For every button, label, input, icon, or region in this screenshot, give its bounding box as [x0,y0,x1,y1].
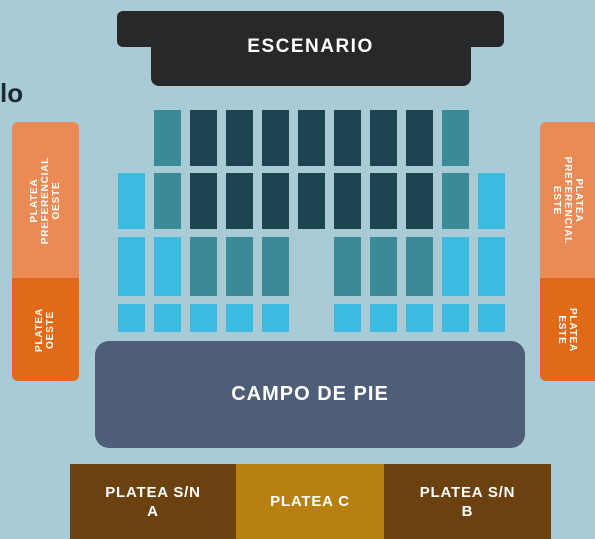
stage-body [151,40,471,86]
seat-block[interactable] [226,304,253,332]
platea-c-label: PLATEA C [270,493,350,510]
seat-block[interactable] [118,304,145,332]
seat-block[interactable] [226,110,253,166]
seat-block[interactable] [334,304,361,332]
seat-block[interactable] [370,304,397,332]
seat-block[interactable] [478,173,505,229]
platea-sn-b-label: PLATEA S/N B [419,483,516,520]
seat-block[interactable] [262,304,289,332]
seat-block[interactable] [406,237,433,296]
platea-este-label: PLATEA ESTE [556,307,579,352]
seat-block[interactable] [406,173,433,229]
platea-preferencial-oeste-label: PLATEA PREFERENCIAL OESTE [29,156,63,244]
seat-block[interactable] [190,237,217,296]
platea-este[interactable]: PLATEA ESTE [540,278,595,381]
seat-block[interactable] [442,304,469,332]
platea-preferencial-oeste[interactable]: PLATEA PREFERENCIAL OESTE [12,122,79,278]
seat-block[interactable] [334,237,361,296]
seat-block[interactable] [226,173,253,229]
seat-block[interactable] [226,237,253,296]
platea-oeste[interactable]: PLATEA OESTE [12,278,79,381]
seat-block[interactable] [370,110,397,166]
seat-block[interactable] [262,173,289,229]
seat-block[interactable] [478,304,505,332]
seat-block[interactable] [478,237,505,296]
seat-block[interactable] [406,304,433,332]
seat-block[interactable] [154,110,181,166]
seat-block[interactable] [262,237,289,296]
seat-block[interactable] [118,237,145,296]
platea-c[interactable]: PLATEA C [236,464,384,539]
seat-block[interactable] [370,173,397,229]
seat-block[interactable] [334,173,361,229]
seat-block[interactable] [406,110,433,166]
platea-preferencial-este-label: PLATEA PREFERENCIAL ESTE [551,156,585,244]
seat-block[interactable] [190,173,217,229]
seat-block[interactable] [298,110,325,166]
campo-de-pie[interactable]: CAMPO DE PIE [95,341,525,448]
seat-block[interactable] [154,237,181,296]
seat-block[interactable] [442,173,469,229]
seat-block[interactable] [334,110,361,166]
platea-oeste-label: PLATEA OESTE [34,307,57,352]
platea-sn-a[interactable]: PLATEA S/N A [70,464,236,539]
platea-sn-a-label: PLATEA S/N A [105,483,201,520]
seat-block[interactable] [442,237,469,296]
stage-label: ESCENARIO [247,36,374,57]
seat-block[interactable] [190,110,217,166]
seat-block[interactable] [154,173,181,229]
seat-block[interactable] [118,173,145,229]
seat-block[interactable] [190,304,217,332]
page-title-fragment: lo [0,78,24,108]
seat-block[interactable] [262,110,289,166]
seat-block[interactable] [442,110,469,166]
platea-preferencial-este[interactable]: PLATEA PREFERENCIAL ESTE [540,122,595,278]
seat-block[interactable] [298,173,325,229]
platea-sn-b[interactable]: PLATEA S/N B [384,464,551,539]
seat-block[interactable] [370,237,397,296]
seat-block[interactable] [154,304,181,332]
